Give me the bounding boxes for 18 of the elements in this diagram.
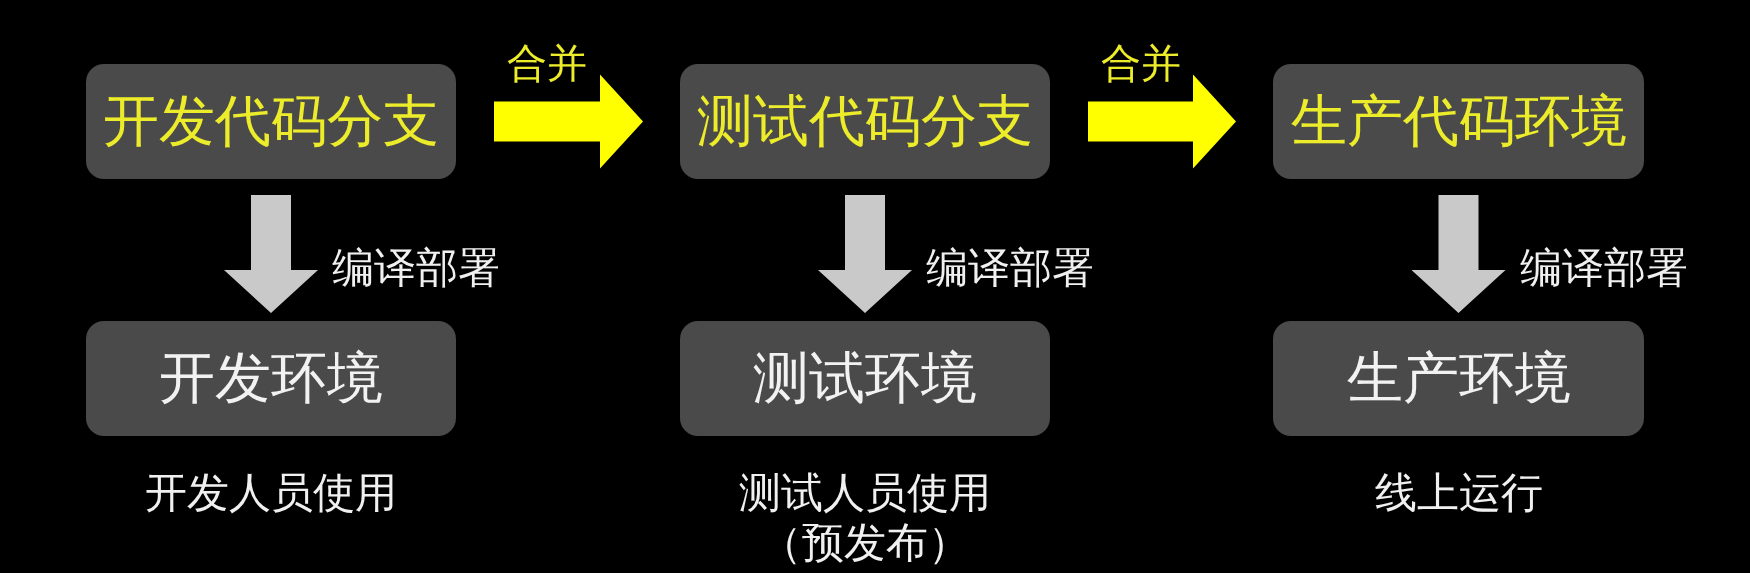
branch-box [1273,64,1644,179]
box-label: 开发环境 [159,346,383,411]
box-label: 测试环境 [753,346,977,411]
box-label: 测试代码分支 [697,89,1033,154]
block-arrow [224,195,318,313]
node-label: 测试人员使用 [739,468,991,518]
node-label: 开发人员使用 [145,468,397,518]
box-label: 生产代码环境 [1290,89,1627,154]
block-arrow [1088,74,1236,169]
node-label: 线上运行 [1374,468,1543,518]
branch-box [86,64,456,179]
block-arrow [1411,195,1506,313]
block-arrow [494,74,643,169]
box-label: 开发代码分支 [103,89,439,154]
box-label: 生产环境 [1346,346,1571,411]
block-arrow [818,195,912,313]
branch-box [680,64,1050,179]
node-label: （预发布） [760,518,970,568]
